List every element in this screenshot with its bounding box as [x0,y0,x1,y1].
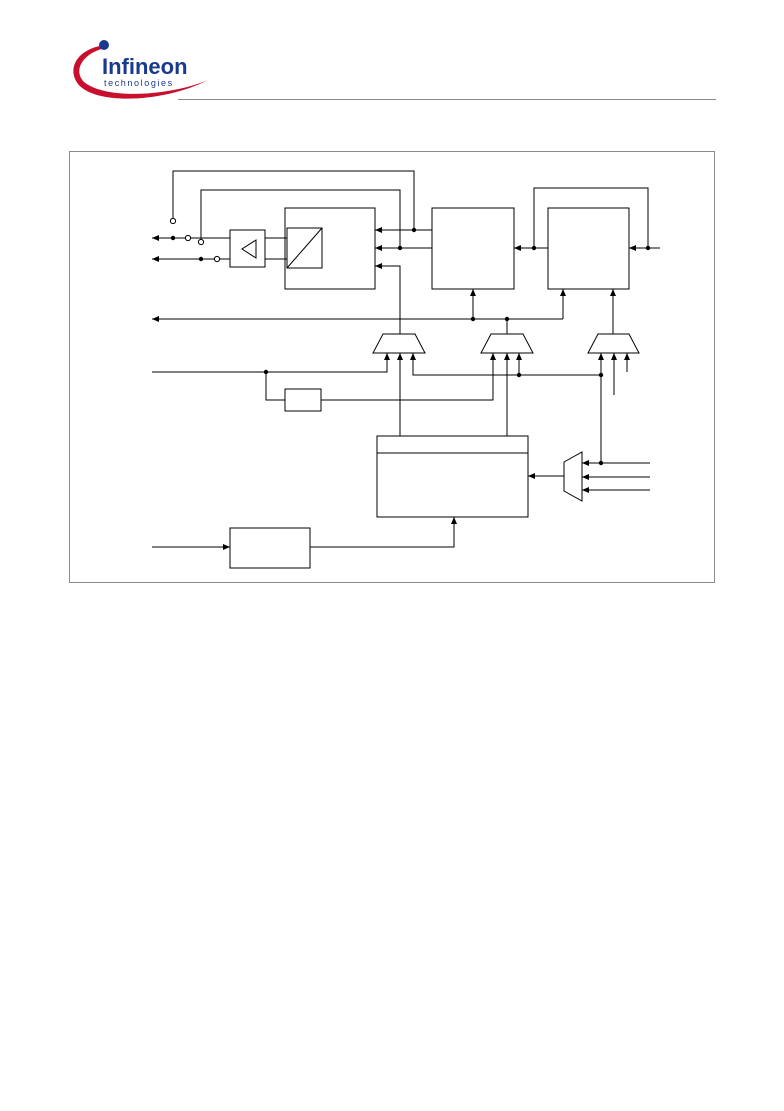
junction-dot [504,316,510,322]
inner-converter-box [286,227,323,269]
switch-contact [169,217,177,225]
control-block [376,435,529,518]
converter-block [284,207,376,290]
junction-dot [411,227,417,233]
junction-dot [598,460,604,466]
mux-4 [563,451,583,502]
header-rule [178,99,716,100]
reg2-loop [533,187,649,248]
junction-dot [198,256,204,262]
junction-dot [170,235,176,241]
diagram-frame [69,151,715,583]
to-small-block [265,372,285,401]
mux-1 [372,333,426,354]
junction-dot [598,372,604,378]
switch-contact [213,255,221,263]
amplifier-triangle-icon [241,239,257,259]
junction-dot [470,316,476,322]
logo-name: Infineon [102,54,188,79]
junction-dot [397,245,403,251]
clock-block [229,527,311,569]
mux1-to-converter [375,263,401,334]
register-block-1 [431,207,515,290]
junction-dot [531,245,537,251]
infineon-logo: Infineon technologies [73,40,209,99]
amplifier-box [229,229,266,268]
switch-contact [184,234,192,242]
logo-dot [99,40,109,50]
feedback-line-outer [172,170,415,230]
junction-dot [263,369,269,375]
junction-dot [645,245,651,251]
switch-contact [197,238,205,246]
small-block-to-mux2 [321,353,496,401]
logo-tagline: technologies [104,78,174,88]
mux-3 [587,333,640,354]
input-line-mid [152,353,390,373]
mux-2 [480,333,534,354]
junction-dot [516,372,522,378]
converter-diagonal [286,227,323,269]
clock-to-control [310,517,457,548]
small-block [284,388,322,412]
feedback-line-inner [200,189,401,248]
register-block-2 [547,207,630,290]
